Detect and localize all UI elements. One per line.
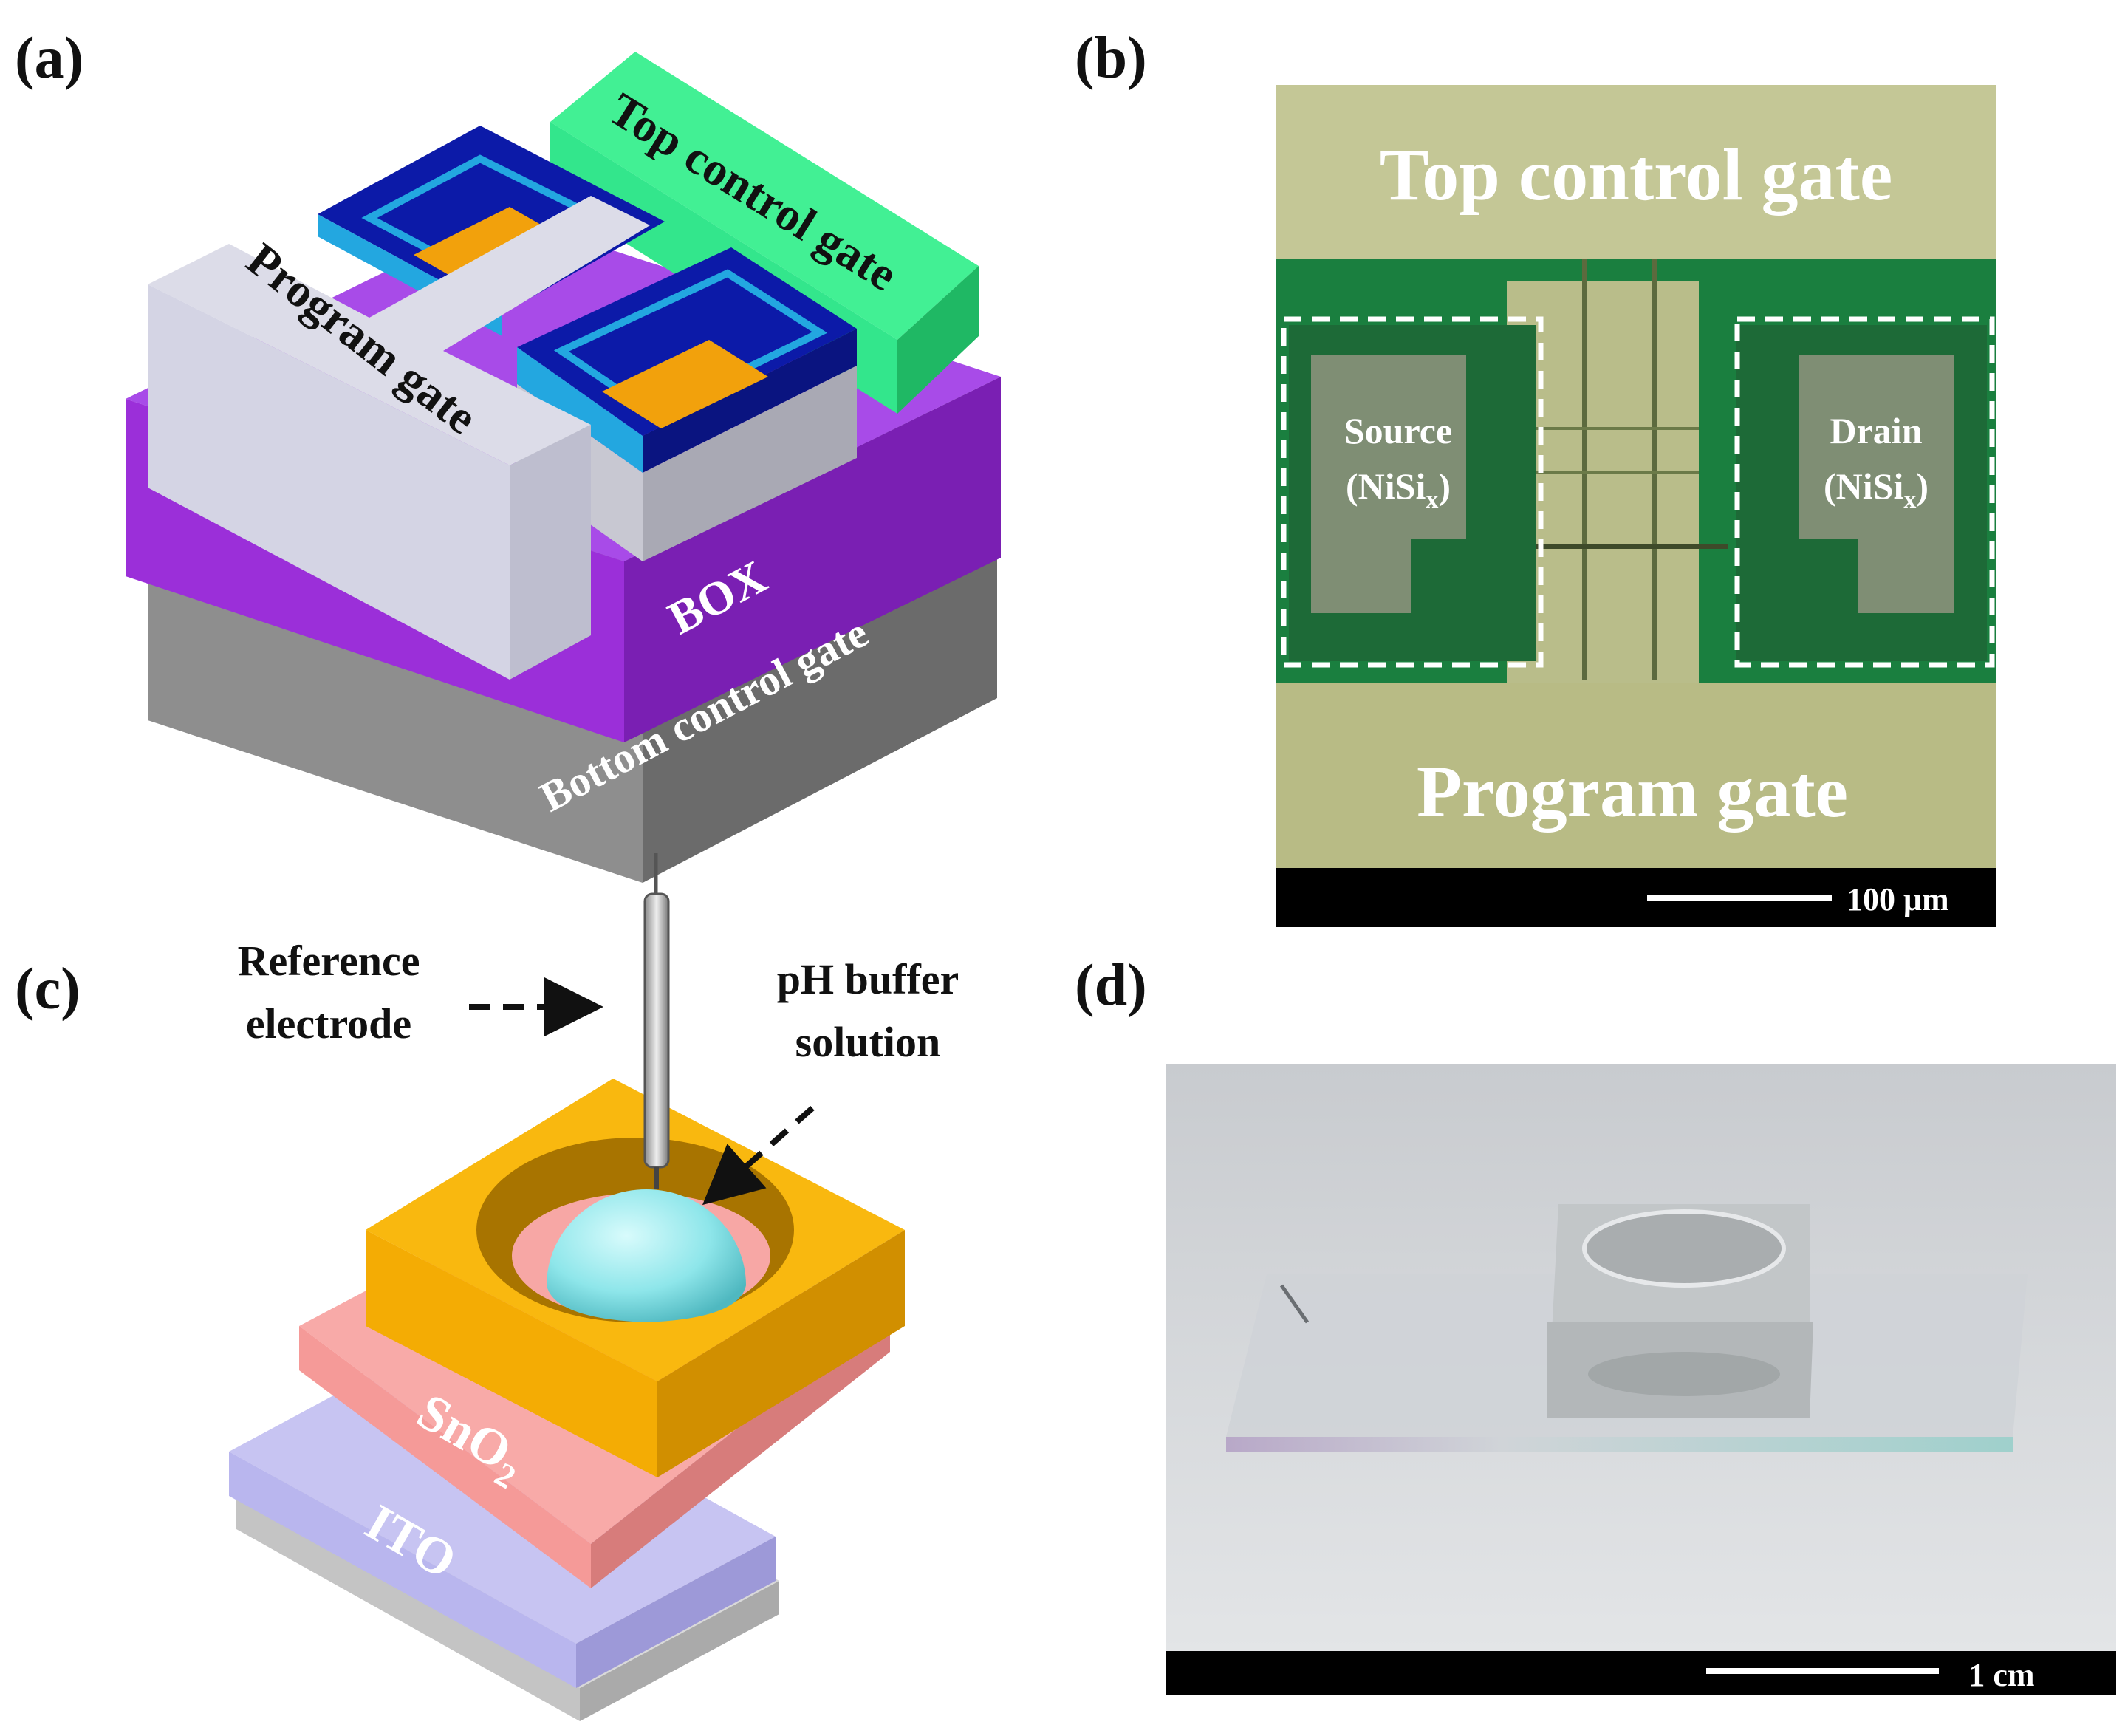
panel-d: (d) 1 cm [1075,953,2116,1695]
source-subscript: x [1426,486,1438,513]
label-drain: Drain [1830,410,1923,451]
base-right [580,1581,779,1721]
drain-subscript: x [1903,486,1916,513]
base-left [236,1496,580,1721]
chip-program-gate [1276,683,1996,868]
label-reference-1: Reference [238,937,420,985]
front-pad-channel [602,340,768,428]
front-pad-right [643,329,857,473]
panel-c-letter: (c) [15,957,81,1022]
drain-dashed-box [1734,316,1995,668]
panel-b-letter: (b) [1075,26,1147,91]
panel-a-letter: (a) [15,26,83,91]
program-gate-left [148,284,510,680]
label-source-material: (NiSix) [1346,465,1451,513]
label-top-control-gate-b: Top control gate [1380,134,1892,216]
glass-slide-mark [1279,1284,1310,1324]
glass-slide-edge [1226,1437,2013,1452]
label-buffer-1: pH buffer [777,955,959,1003]
program-gate-top [148,196,650,465]
source-close-paren: ) [1438,465,1451,507]
front-pad-left [517,347,643,473]
label-reference-2: electrode [246,999,411,1048]
buffer-droplet [547,1189,746,1322]
buffer-arrow [702,1105,815,1206]
label-program-gate-b: Program gate [1417,751,1848,833]
back-pad-channel [414,207,561,284]
photo-well-hole [1582,1209,1786,1288]
photo-scale-strip [1166,1651,2116,1695]
panel-a: (a) Top control gate Program gate BOX Bo… [15,26,1001,883]
photo-scale-label: 1 cm [1968,1657,2034,1693]
label-drain-material: (NiSix) [1824,465,1929,513]
panel-d-letter: (d) [1075,953,1147,1018]
ito-left [229,1452,576,1688]
ito-right [576,1537,776,1688]
top-gate-top [550,52,979,340]
drain-pad [1799,355,1954,613]
front-pad-top [517,247,857,436]
source-dashed-box [1281,316,1544,668]
label-buffer-2: solution [795,1018,941,1066]
label-source: Source [1344,410,1452,451]
chip-scale-strip [1276,868,1996,927]
panel-b: (b) Top control gate Program gate Source… [1075,26,1996,927]
top-gate-front [897,266,979,414]
source-material-text: (NiSi [1346,465,1426,507]
reference-electrode [643,892,670,1169]
chip-scale-label: 100 μm [1847,881,1949,917]
box-layer-right [624,377,1001,742]
drain-close-paren: ) [1916,465,1929,507]
panel-c: (c) Reference electrode pH buffer so [15,853,959,1721]
well-left [366,1230,657,1477]
front-pad-base-right [643,366,857,561]
chip-top-gate [1276,85,1996,259]
well-right [657,1230,905,1477]
drain-material-text: (NiSi [1824,465,1903,507]
photo-well-reflection [1588,1352,1780,1396]
source-pad [1311,355,1466,613]
program-gate-front [510,425,591,680]
sno2-left [299,1326,591,1588]
